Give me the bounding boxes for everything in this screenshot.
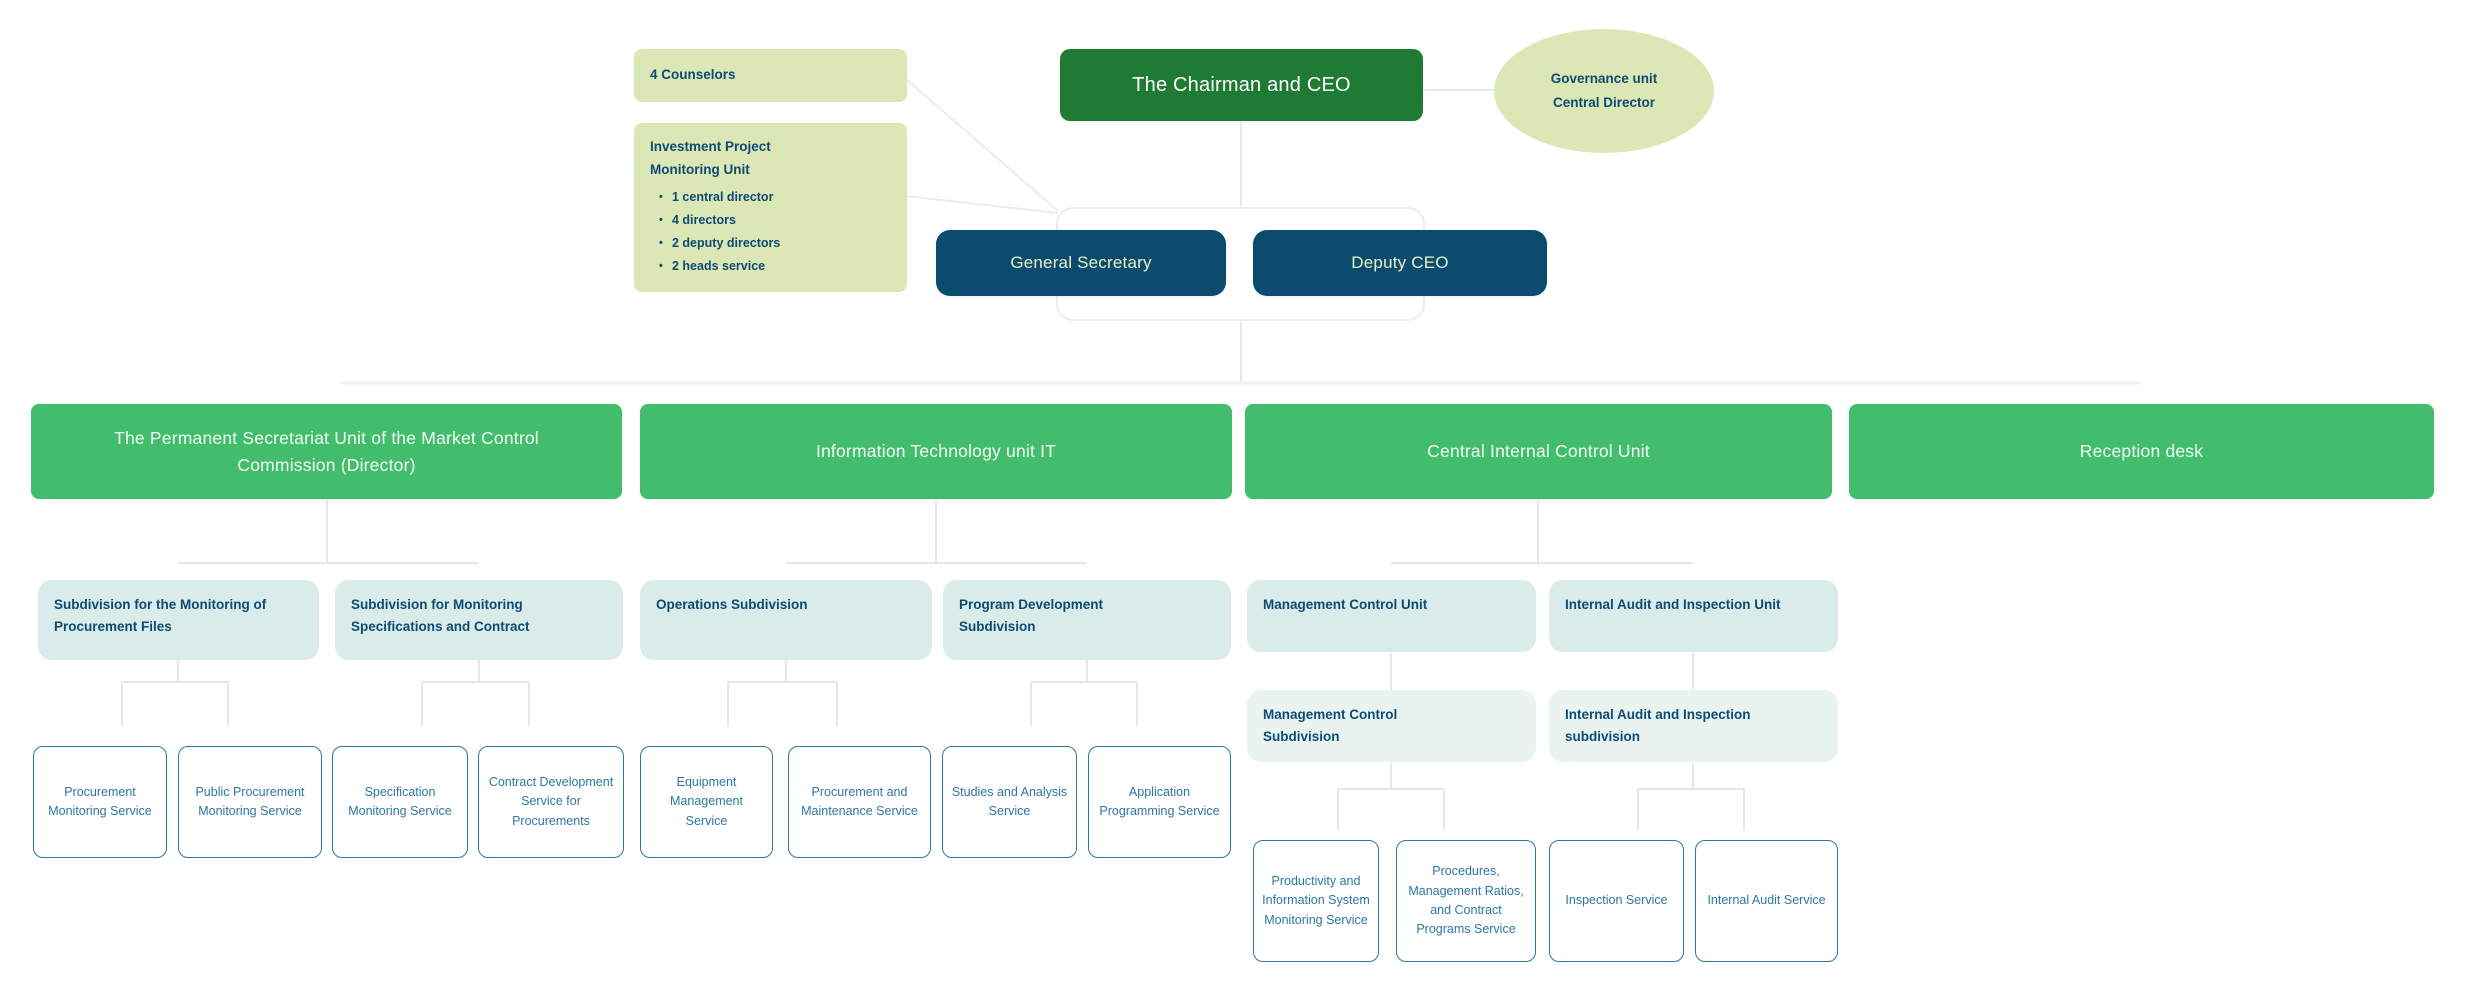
subdivision-label: Management Control Unit xyxy=(1263,597,1428,612)
service-label: Specification Monitoring Service xyxy=(348,784,452,818)
investment-bullet-list: 1 central director 4 directors 2 deputy … xyxy=(650,186,891,279)
node-sub-management-control-unit: Management Control Unit xyxy=(1247,580,1536,652)
service-label: Inspection Service xyxy=(1565,893,1668,908)
service-label: Equipment Management Service xyxy=(670,774,743,828)
investment-title-line2: Monitoring Unit xyxy=(650,161,750,177)
node-deputy-ceo: Deputy CEO xyxy=(1253,230,1547,296)
service-label: Productivity and Information System Moni… xyxy=(1262,873,1370,927)
node-dept-information-technology: Information Technology unit IT xyxy=(640,404,1232,499)
subdivision-label: Program Development Subdivision xyxy=(959,597,1104,635)
node-dept-central-internal-control: Central Internal Control Unit xyxy=(1245,404,1832,499)
service-label: Studies and Analysis Service xyxy=(951,784,1068,818)
investment-title-line1: Investment Project xyxy=(650,139,771,154)
node-svc-procurement-monitoring: Procurement Monitoring Service xyxy=(33,746,167,858)
node-sub-internal-audit-inspection-unit: Internal Audit and Inspection Unit xyxy=(1549,580,1838,652)
node-governance-unit: Governance unit Central Director xyxy=(1494,29,1714,153)
node-sub-program-development: Program Development Subdivision xyxy=(943,580,1231,660)
node-svc-procurement-maintenance: Procurement and Maintenance Service xyxy=(788,746,931,858)
subdivision-label: Internal Audit and Inspection Unit xyxy=(1565,597,1781,612)
node-dept-permanent-secretariat: The Permanent Secretariat Unit of the Ma… xyxy=(31,404,622,499)
service-label: Procurement Monitoring Service xyxy=(48,784,152,818)
node-dept-reception-desk: Reception desk xyxy=(1849,404,2434,499)
node-sub-management-control-subdivision: Management Control Subdivision xyxy=(1247,690,1536,762)
node-svc-equipment-management: Equipment Management Service xyxy=(640,746,773,858)
service-label: Internal Audit Service xyxy=(1707,893,1826,908)
node-investment-monitoring-unit: Investment Project Monitoring Unit 1 cen… xyxy=(634,123,907,292)
governance-line1: Governance unit xyxy=(1550,71,1658,87)
investment-bullet: 2 deputy directors xyxy=(650,232,891,255)
investment-bullet: 1 central director xyxy=(650,186,891,209)
node-sub-monitoring-procurement-files: Subdivision for the Monitoring of Procur… xyxy=(38,580,319,660)
node-svc-studies-analysis: Studies and Analysis Service xyxy=(942,746,1077,858)
node-svc-public-procurement-monitoring: Public Procurement Monitoring Service xyxy=(178,746,322,858)
subdivision-label: Internal Audit and Inspection subdivisio… xyxy=(1565,707,1751,745)
node-chairman-ceo: The Chairman and CEO xyxy=(1060,49,1423,121)
general-secretary-label: General Secretary xyxy=(1010,253,1152,272)
chairman-label: The Chairman and CEO xyxy=(1132,73,1351,96)
dept-label: Information Technology unit IT xyxy=(815,441,1057,462)
node-counselors: 4 Counselors xyxy=(634,49,907,102)
dept-label: Central Internal Control Unit xyxy=(1427,441,1650,462)
subdivision-label: Subdivision for Monitoring Specification… xyxy=(351,597,530,635)
node-sub-internal-audit-inspection-subdivision: Internal Audit and Inspection subdivisio… xyxy=(1549,690,1838,762)
node-svc-procedures-ratios-contract-programs: Procedures, Management Ratios, and Contr… xyxy=(1396,840,1536,962)
node-sub-monitoring-specifications-contract: Subdivision for Monitoring Specification… xyxy=(335,580,623,660)
deputy-ceo-label: Deputy CEO xyxy=(1351,253,1449,272)
service-label: Procedures, Management Ratios, and Contr… xyxy=(1408,864,1524,937)
service-label: Contract Development Service for Procure… xyxy=(488,774,614,828)
node-general-secretary: General Secretary xyxy=(936,230,1226,296)
dept-label: Reception desk xyxy=(2079,441,2204,462)
node-sub-operations: Operations Subdivision xyxy=(640,580,932,660)
node-svc-application-programming: Application Programming Service xyxy=(1088,746,1231,858)
subdivision-label: Subdivision for the Monitoring of Procur… xyxy=(54,597,267,635)
node-svc-specification-monitoring: Specification Monitoring Service xyxy=(332,746,468,858)
node-svc-contract-development: Contract Development Service for Procure… xyxy=(478,746,624,858)
subdivision-label: Management Control Subdivision xyxy=(1263,707,1398,745)
counselors-label: 4 Counselors xyxy=(650,67,736,83)
governance-line2: Central Director xyxy=(1552,95,1656,110)
service-label: Procurement and Maintenance Service xyxy=(801,784,918,818)
dept-label: The Permanent Secretariat Unit of the Ma… xyxy=(114,428,539,475)
node-svc-internal-audit: Internal Audit Service xyxy=(1695,840,1838,962)
node-svc-productivity-information-system: Productivity and Information System Moni… xyxy=(1253,840,1379,962)
node-svc-inspection: Inspection Service xyxy=(1549,840,1684,962)
service-label: Application Programming Service xyxy=(1099,784,1220,818)
investment-bullet: 2 heads service xyxy=(650,255,891,278)
service-label: Public Procurement Monitoring Service xyxy=(195,784,305,818)
subdivision-label: Operations Subdivision xyxy=(656,597,808,612)
investment-bullet: 4 directors xyxy=(650,209,891,232)
